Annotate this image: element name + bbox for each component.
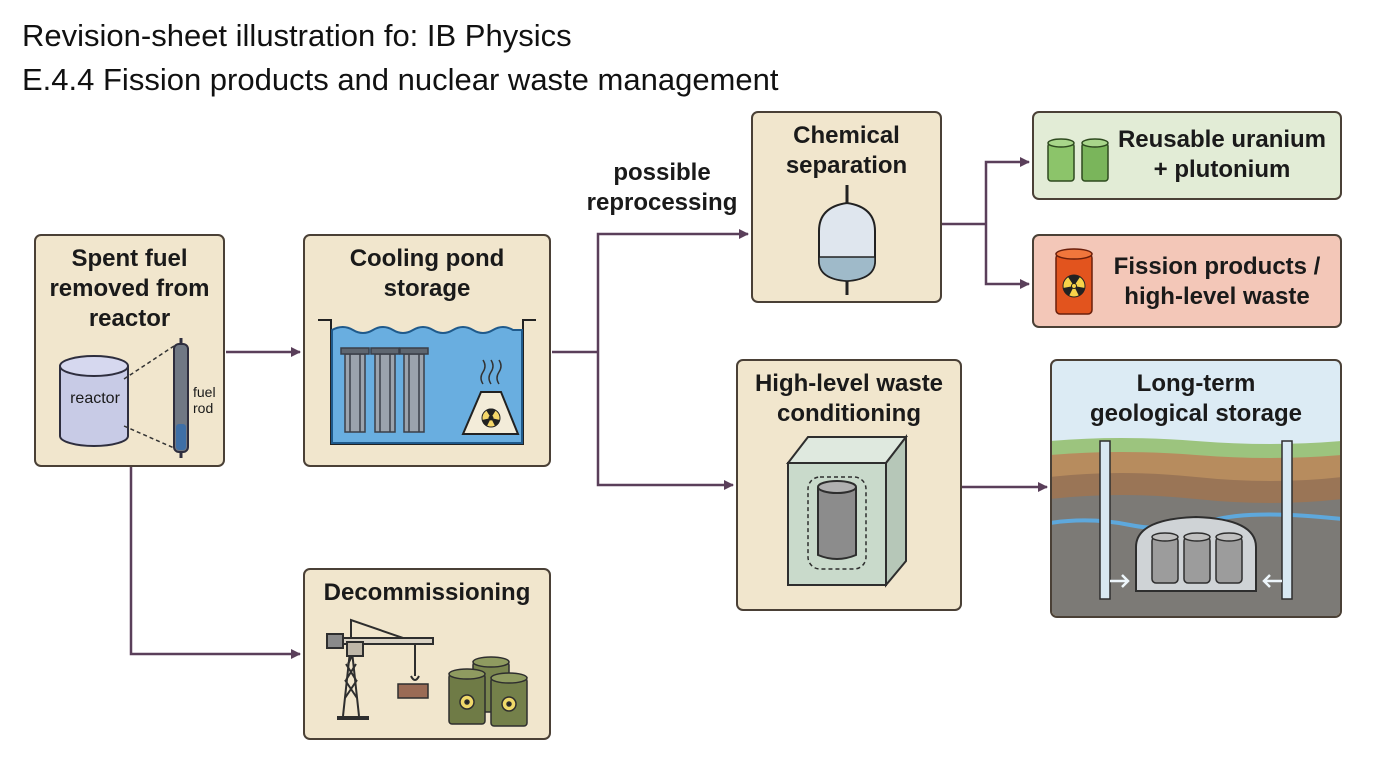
decommissioning-label: Decommissioning xyxy=(323,579,531,606)
hlw-conditioning-label: High-level waste conditioning xyxy=(754,370,944,427)
vitrified-waste-block-icon xyxy=(785,434,909,588)
reactor-label: reactor xyxy=(70,390,120,407)
uranium-canister-icon xyxy=(1047,138,1109,182)
decommissioning-illustration xyxy=(326,618,528,727)
arrow-to-fission-products xyxy=(984,224,1030,289)
title-line-1: Revision-sheet illustration fo: IB Physi… xyxy=(22,18,572,53)
radioactive-drum-icon xyxy=(1055,248,1093,315)
reactor-vessel-icon xyxy=(59,355,129,447)
node-reusable-uranium-plutonium: Reusable uranium + plutonium xyxy=(1032,111,1342,200)
cooling-pond-label: Cooling pond storage xyxy=(349,245,505,302)
fuel-rod-label: fuel rod xyxy=(193,384,216,416)
chemical-separation-label: Chemical separation xyxy=(785,122,908,179)
arrow-to-hlw-conditioning xyxy=(596,352,734,490)
node-spent-fuel: Spent fuel removed from reactor reactor … xyxy=(34,234,225,467)
radiation-trefoil-icon xyxy=(461,359,520,435)
edge-label-reprocessing: possible reprocessing xyxy=(586,159,738,216)
title-line-2: E.4.4 Fission products and nuclear waste… xyxy=(22,62,779,97)
geological-repository-icon xyxy=(1052,438,1340,616)
fission-products-label: Fission products / high-level waste xyxy=(1113,253,1321,310)
cooling-pond-illustration xyxy=(318,319,536,445)
node-fission-products: Fission products / high-level waste xyxy=(1032,234,1342,328)
node-chemical-separation: Chemical separation xyxy=(751,111,942,303)
separation-vessel-icon xyxy=(818,185,876,295)
waste-barrel-icon xyxy=(448,656,528,727)
node-geological-storage: Long-term geological storage xyxy=(1050,359,1342,618)
arrow-to-chemical-separation xyxy=(596,229,749,352)
arrow-spent-to-decommissioning xyxy=(129,467,301,659)
arrow-to-reusable xyxy=(984,157,1030,224)
node-decommissioning: Decommissioning xyxy=(303,568,551,740)
spent-fuel-label: Spent fuel removed from reactor xyxy=(49,245,210,332)
fuel-assembly-icon xyxy=(340,347,429,433)
node-hlw-conditioning: High-level waste conditioning xyxy=(736,359,962,611)
reusable-label: Reusable uranium + plutonium xyxy=(1117,126,1327,183)
crane-icon xyxy=(326,618,434,720)
crane-load xyxy=(397,683,429,699)
fuel-rod-icon xyxy=(173,338,189,458)
reactor-illustration xyxy=(59,338,189,458)
geological-label: Long-term geological storage xyxy=(1089,370,1303,427)
node-cooling-pond: Cooling pond storage xyxy=(303,234,551,467)
